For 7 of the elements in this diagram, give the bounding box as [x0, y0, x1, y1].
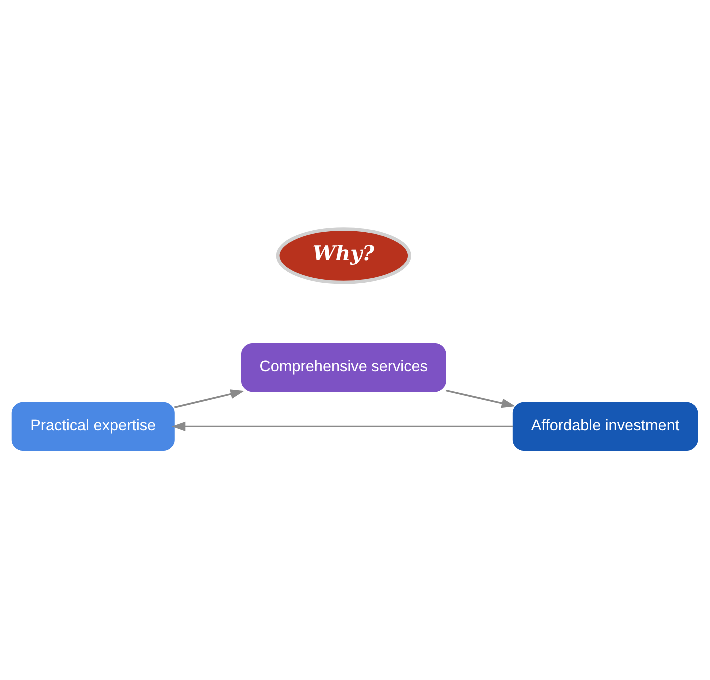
arrow [446, 390, 516, 408]
node-box: Affordable investment [512, 402, 698, 452]
node-box: Practical expertise [12, 402, 175, 452]
node-ellipse: Why? [276, 228, 412, 284]
arrow [174, 390, 244, 408]
node-box: Comprehensive services [241, 343, 446, 392]
arrow [172, 422, 514, 432]
